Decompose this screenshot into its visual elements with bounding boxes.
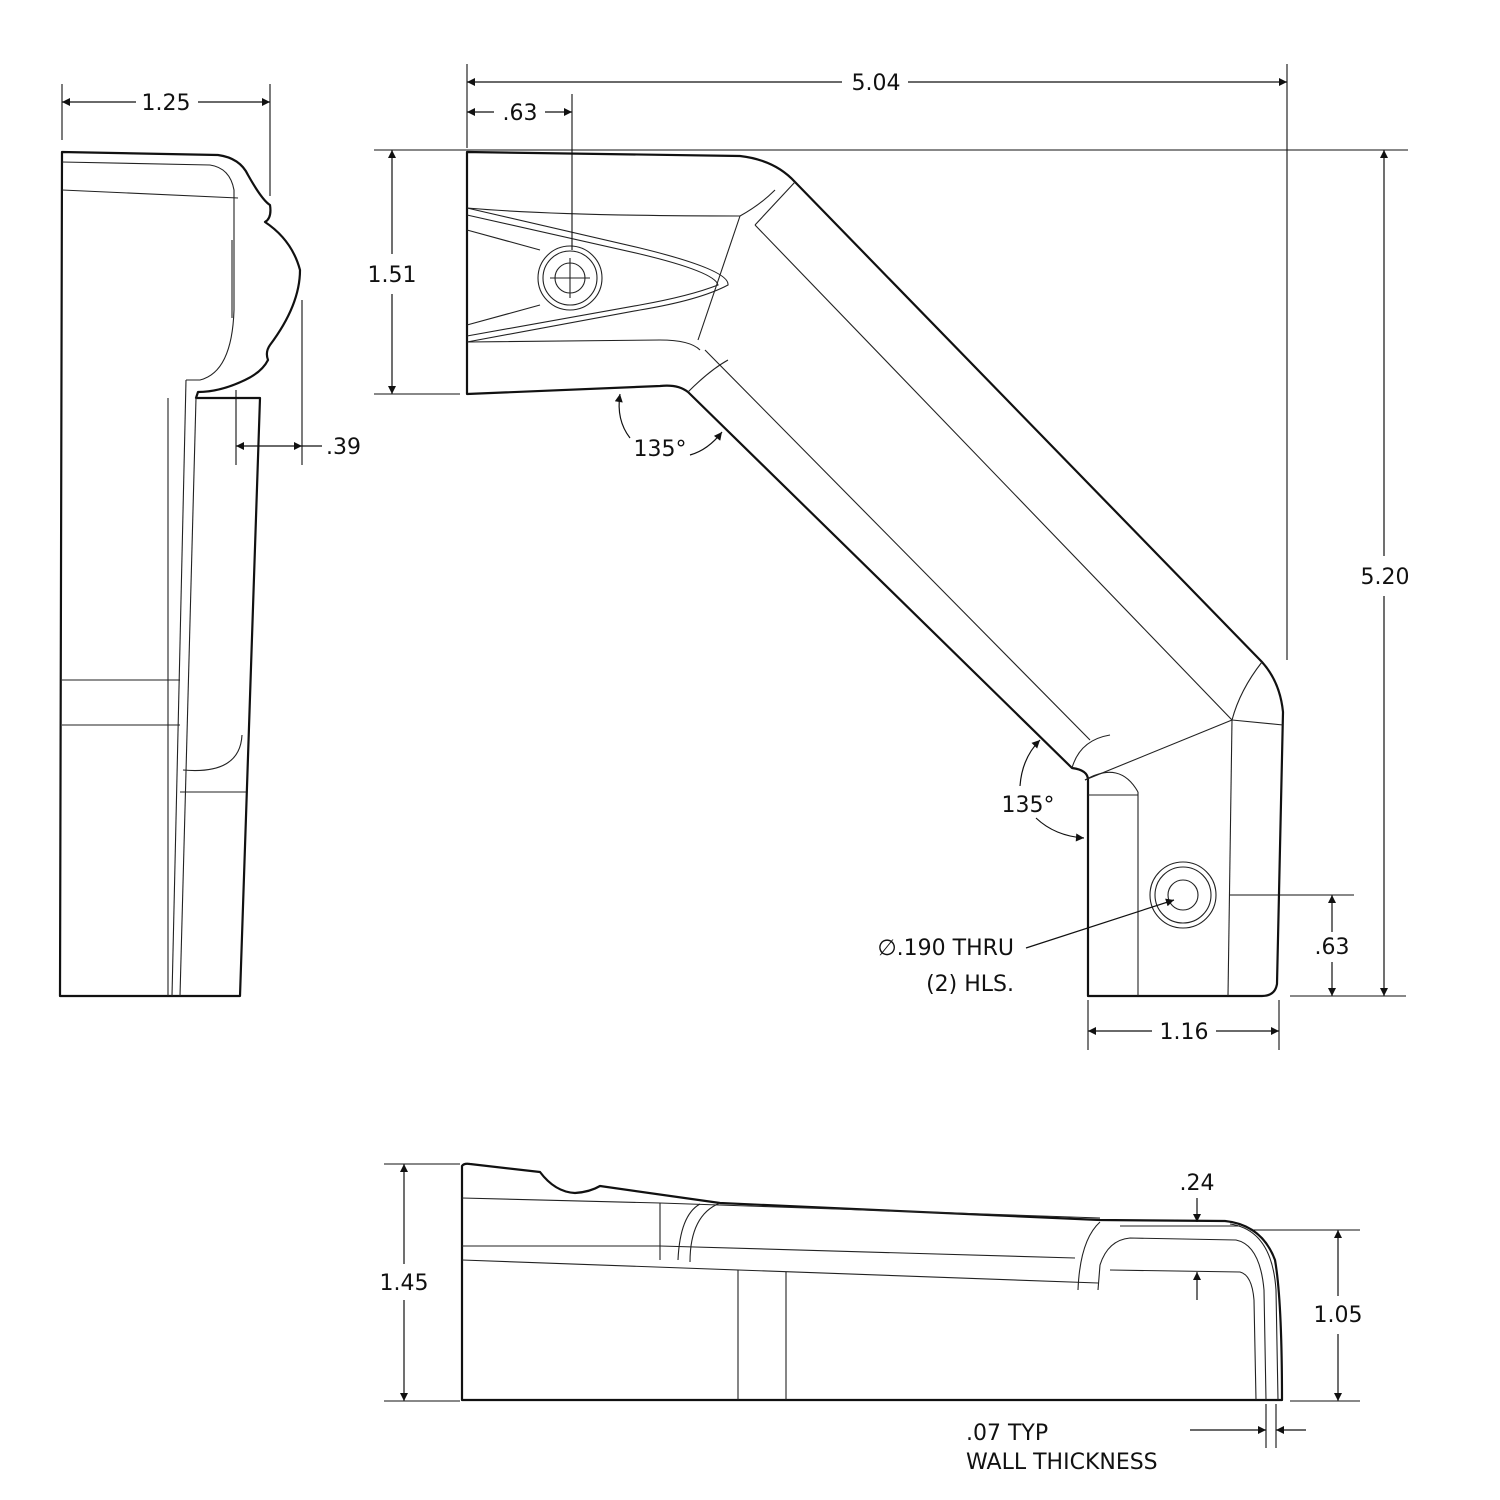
base-height-label: 1.45 — [380, 1271, 429, 1296]
dim-angle-top: 135° — [614, 393, 723, 462]
dim-base-height: 1.45 — [380, 1163, 460, 1402]
hole-callout-line2: (2) HLS. — [926, 972, 1014, 997]
mounting-hole-top — [537, 245, 603, 311]
dim-hole-offset-bottom: .63 — [1230, 894, 1354, 996]
hole-offset-top-label: .63 — [503, 101, 538, 126]
dim-wall-thickness: .07 TYP WALL THICKNESS — [966, 1404, 1306, 1475]
lip-depth-label: .24 — [1180, 1171, 1215, 1196]
angle-bottom-label: 135° — [1002, 793, 1055, 818]
dim-side-depth: .39 — [235, 300, 361, 465]
bottom-arm-width-label: 1.16 — [1160, 1020, 1209, 1045]
top-view — [465, 150, 1285, 998]
hole-callout-line1: ∅.190 THRU — [877, 936, 1014, 961]
wall-thickness-line1: .07 TYP — [966, 1421, 1048, 1446]
dim-top-arm-height: 1.51 — [368, 149, 1408, 395]
dim-overall-width: 5.04 — [466, 64, 1288, 660]
dim-overall-height: 5.20 — [1290, 150, 1410, 997]
side-view — [58, 150, 302, 998]
mounting-hole-bottom — [1149, 861, 1217, 929]
dim-lip-height: 1.05 — [1250, 1229, 1363, 1402]
side-view-outline — [58, 150, 302, 998]
dim-lip-depth: .24 — [1180, 1171, 1215, 1300]
wall-thickness-line2: WALL THICKNESS — [966, 1450, 1158, 1475]
lip-height-label: 1.05 — [1314, 1303, 1363, 1328]
dim-bottom-arm-width: 1.16 — [1087, 1000, 1280, 1050]
bracket-outline — [465, 150, 1285, 998]
dim-side-width: 1.25 — [61, 84, 271, 196]
side-width-label: 1.25 — [142, 91, 191, 116]
overall-height-label: 5.20 — [1361, 565, 1410, 590]
angle-top-label: 135° — [634, 437, 687, 462]
front-view — [460, 1162, 1284, 1402]
hole-callout: ∅.190 THRU (2) HLS. — [877, 898, 1175, 997]
top-arm-height-label: 1.51 — [368, 263, 417, 288]
side-depth-label: .39 — [326, 435, 361, 460]
overall-width-label: 5.04 — [852, 71, 901, 96]
dim-angle-bottom: 135° — [1002, 739, 1085, 842]
front-view-outline — [460, 1162, 1284, 1402]
hole-offset-bottom-label: .63 — [1315, 935, 1350, 960]
dim-hole-offset-top: .63 — [467, 94, 573, 250]
